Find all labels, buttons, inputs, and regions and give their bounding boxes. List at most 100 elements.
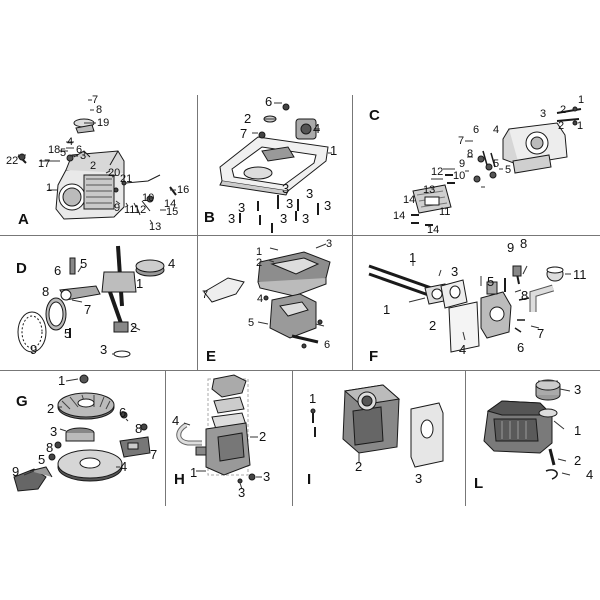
- callout-f-2: 2: [429, 318, 437, 333]
- callout-c-3: 3: [540, 108, 547, 120]
- callout-d-8: 8: [42, 284, 50, 299]
- callout-c-8: 8: [467, 148, 474, 160]
- divider-row-2: [0, 370, 600, 371]
- divider-bot-1: [165, 371, 166, 506]
- callout-i-1: 1: [309, 391, 317, 406]
- callout-c-6: 6: [473, 124, 480, 136]
- callout-a-8: 8: [96, 104, 103, 116]
- callout-a-19: 19: [97, 117, 110, 129]
- callout-e-1: 1: [256, 246, 263, 258]
- callout-e-7: 7: [202, 289, 209, 301]
- callout-h-1: 1: [190, 465, 198, 480]
- callout-g-3: 3: [50, 424, 58, 439]
- callout-l-1: 1: [574, 423, 582, 438]
- callout-a-5: 5: [60, 147, 67, 159]
- section-a-crankcase: 7 8 19 4 18 6 5 3 2 17 22 20 21 1 16 10 …: [0, 95, 197, 235]
- callout-f-8a: 8: [520, 236, 528, 251]
- callout-b-3h: 3: [302, 211, 310, 226]
- section-l-fuel-tank: 3 1 2 4 L: [466, 371, 600, 506]
- callout-f-7: 7: [537, 326, 545, 341]
- crankcase-drawing: [0, 95, 197, 235]
- callout-g-1: 1: [58, 373, 66, 388]
- callout-f-11: 11: [573, 267, 587, 282]
- divider-mid-2: [352, 236, 353, 370]
- callout-g-6: 6: [119, 405, 127, 420]
- divider-top-2: [352, 95, 353, 235]
- callout-c-1b: 1: [577, 120, 584, 132]
- callout-f-5: 5: [487, 274, 495, 289]
- callout-e-6: 6: [324, 339, 331, 351]
- callout-d-7: 7: [84, 302, 92, 317]
- callout-c-9: 9: [459, 158, 466, 170]
- callout-e-5: 5: [248, 317, 255, 329]
- callout-d-6: 6: [54, 263, 62, 278]
- callout-g-4: 4: [120, 459, 128, 474]
- callout-f-4: 4: [459, 342, 467, 357]
- callout-a-22: 22: [6, 155, 19, 167]
- section-b-sump: 6 2 7 4 1 3 3 3 3 3 3 3 3 B: [198, 95, 352, 235]
- divider-top-1: [197, 95, 198, 235]
- section-i-muffler: 1 2 3 I: [293, 371, 465, 506]
- muffler-drawing: [293, 371, 465, 506]
- section-label-c: C: [369, 107, 380, 124]
- callout-h-3b: 3: [238, 485, 246, 500]
- divider-row-1: [0, 235, 600, 236]
- callout-a-2: 2: [90, 160, 97, 172]
- callout-b-3g: 3: [280, 211, 288, 226]
- callout-d-9: 9: [30, 342, 38, 357]
- callout-a-17: 17: [38, 158, 51, 170]
- callout-d-4: 4: [168, 256, 176, 271]
- callout-g-9: 9: [12, 464, 20, 479]
- divider-bot-3: [465, 371, 466, 506]
- section-label-b: B: [204, 209, 215, 226]
- section-d-crankshaft: D 6 5 4 1 8 7 5 9 2 3: [0, 236, 197, 370]
- callout-g-5: 5: [38, 452, 46, 467]
- callout-c-2b: 2: [558, 120, 565, 132]
- sump-drawing: [198, 95, 352, 235]
- section-label-d: D: [16, 260, 27, 277]
- carburetor-drawing: [353, 236, 600, 370]
- section-label-e: E: [206, 348, 217, 365]
- callout-i-2: 2: [355, 459, 363, 474]
- callout-i-3: 3: [415, 471, 423, 486]
- callout-a-18: 18: [48, 144, 61, 156]
- callout-a-4: 4: [67, 136, 74, 148]
- callout-g-8a: 8: [135, 421, 143, 436]
- callout-a-21: 21: [120, 173, 133, 185]
- section-label-g: G: [16, 393, 28, 410]
- callout-b-2: 2: [244, 111, 252, 126]
- section-h-air-filter: 4 2 1 3 3 H: [166, 371, 292, 506]
- section-label-h: H: [174, 471, 185, 488]
- callout-c-11: 11: [439, 206, 451, 218]
- section-label-f: F: [369, 348, 379, 365]
- callout-b-1: 1: [330, 143, 338, 158]
- callout-c-4: 4: [493, 124, 500, 136]
- callout-f-8b: 8: [521, 288, 529, 303]
- callout-f-3: 3: [451, 264, 459, 279]
- callout-a-10: 10: [142, 192, 155, 204]
- callout-c-13: 13: [423, 184, 436, 196]
- callout-c-14a: 14: [403, 194, 416, 206]
- callout-f-6: 6: [517, 340, 525, 355]
- callout-b-3f: 3: [228, 211, 236, 226]
- divider-mid-1: [197, 236, 198, 370]
- callout-h-3: 3: [263, 469, 271, 484]
- callout-c-5b: 5: [505, 164, 512, 176]
- section-e-fan-housing: 1 2 3 7 4 5 6 E: [198, 236, 352, 370]
- callout-c-10: 10: [453, 170, 466, 182]
- callout-a-3: 3: [80, 150, 87, 162]
- section-label-a: A: [18, 211, 29, 228]
- callout-f-1a: 1: [409, 250, 417, 265]
- crankshaft-drawing: [0, 236, 197, 370]
- callout-b-3e: 3: [238, 200, 246, 215]
- callout-l-4: 4: [586, 467, 594, 482]
- callout-b-7: 7: [240, 126, 248, 141]
- callout-e-3: 3: [326, 238, 333, 250]
- callout-c-2a: 2: [560, 104, 567, 116]
- callout-a-1: 1: [46, 182, 53, 194]
- callout-e-2: 2: [256, 257, 263, 269]
- callout-c-5a: 5: [493, 158, 500, 170]
- callout-c-7: 7: [458, 135, 465, 147]
- callout-d-3: 3: [100, 342, 108, 357]
